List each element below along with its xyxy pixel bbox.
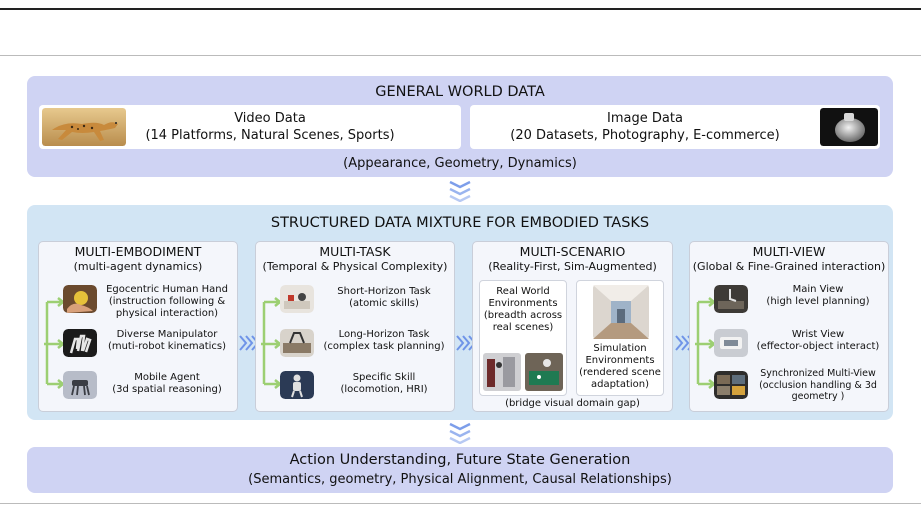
item-desc: (muti-robot kinematics) (107, 341, 227, 352)
list-item: Mobile Agent (3d spatial reasoning) (39, 368, 237, 408)
item-text: Specific Skill (locomotion, HRI) (318, 372, 450, 396)
item-title: Mobile Agent (134, 372, 200, 383)
video-data-card: Video Data (14 Platforms, Natural Scenes… (39, 105, 461, 149)
item-text: Wrist View (effector-object interact) (752, 329, 884, 353)
column-subtitle: (Reality-First, Sim-Augmented) (488, 260, 657, 273)
item-title: Diverse Manipulator (116, 329, 218, 340)
column-title: MULTI-SCENARIO (519, 244, 626, 259)
image-data-text: Image Data (20 Datasets, Photography, E-… (470, 110, 820, 144)
item-text: Egocentric Human Hand (instruction follo… (101, 284, 233, 320)
item-title: Wrist View (791, 329, 845, 340)
down-arrows-icon (449, 422, 471, 448)
header-rule (0, 55, 921, 56)
simulation-desc: (rendered scene adaptation) (579, 367, 661, 390)
table-task-photo-icon (280, 285, 314, 313)
video-data-title: Video Data (234, 111, 306, 126)
hand-apple-photo-icon (63, 285, 97, 313)
simulation-text: Simulation Environments (rendered scene … (577, 343, 663, 391)
item-title: Main View (792, 284, 844, 295)
item-text: Main View (high level planning) (752, 284, 884, 308)
main-view-photo-icon (714, 285, 748, 313)
column-subtitle: (multi-agent dynamics) (73, 260, 203, 273)
column-title: MULTI-EMBODIMENT (74, 244, 202, 259)
multi-view-photo-icon (714, 371, 748, 399)
image-data-title: Image Data (607, 111, 683, 126)
list-item: Egocentric Human Hand (instruction follo… (39, 282, 237, 322)
multi-task-column: MULTI-TASK (Temporal & Physical Complexi… (255, 241, 455, 412)
down-arrows-icon (449, 180, 471, 206)
item-title: Egocentric Human Hand (106, 284, 228, 295)
item-text: Long-Horizon Task (complex task planning… (318, 329, 450, 353)
pool-table-photo-icon (525, 353, 563, 391)
structured-data-panel: STRUCTURED DATA MIXTURE FOR EMBODIED TAS… (27, 205, 893, 420)
item-text: Mobile Agent (3d spatial reasoning) (101, 372, 233, 396)
list-item: Short-Horizon Task (atomic skills) (256, 282, 454, 322)
column-subtitle: (Temporal & Physical Complexity) (262, 260, 448, 273)
image-data-subtitle: (20 Datasets, Photography, E-commerce) (510, 128, 780, 143)
item-desc: (instruction following & physical intera… (108, 296, 226, 319)
general-title: GENERAL WORLD DATA (375, 84, 545, 100)
item-text: Short-Horizon Task (atomic skills) (318, 286, 450, 310)
real-world-text: Real World Environments (breadth across … (480, 286, 566, 334)
item-desc: (effector-object interact) (756, 341, 880, 352)
list-item: Specific Skill (locomotion, HRI) (256, 368, 454, 408)
item-desc: (locomotion, HRI) (340, 384, 428, 395)
list-item: Long-Horizon Task (complex task planning… (256, 325, 454, 365)
list-item: Main View (high level planning) (690, 282, 888, 322)
list-item: Wrist View (effector-object interact) (690, 325, 888, 365)
item-desc: (atomic skills) (349, 298, 419, 309)
item-title: Short-Horizon Task (337, 286, 431, 297)
tree-bracket-icon (695, 297, 717, 389)
vase-photo-icon (820, 108, 878, 146)
general-footnote: (Appearance, Geometry, Dynamics) (343, 156, 577, 171)
real-scene-photo-icon (483, 353, 521, 391)
kitchen-task-photo-icon (280, 329, 314, 357)
cheetah-photo-icon (42, 108, 126, 146)
list-item: Synchronized Multi-View (occlusion handl… (690, 368, 888, 408)
quadruped-robot-photo-icon (63, 371, 97, 399)
multi-view-column: MULTI-VIEW (Global & Fine-Grained intera… (689, 241, 889, 412)
footer-rule (0, 503, 921, 504)
sim-room-render-icon (593, 285, 649, 339)
simulation-card: Simulation Environments (rendered scene … (576, 280, 664, 396)
wrist-view-photo-icon (714, 329, 748, 357)
list-item: Diverse Manipulator (muti-robot kinemati… (39, 325, 237, 365)
column-title: MULTI-TASK (319, 244, 391, 259)
scenario-footnote: (bridge visual domain gap) (505, 398, 640, 409)
image-data-card: Image Data (20 Datasets, Photography, E-… (470, 105, 880, 149)
item-text: Diverse Manipulator (muti-robot kinemati… (101, 329, 233, 353)
item-desc: (3d spatial reasoning) (112, 384, 222, 395)
column-subtitle: (Global & Fine-Grained interaction) (692, 260, 886, 273)
video-data-text: Video Data (14 Platforms, Natural Scenes… (79, 110, 461, 144)
multi-embodiment-column: MULTI-EMBODIMENT (multi-agent dynamics) … (38, 241, 238, 412)
item-title: Long-Horizon Task (338, 329, 430, 340)
item-title: Specific Skill (352, 372, 416, 383)
column-title: MULTI-VIEW (752, 244, 826, 259)
real-world-title: Real World Environments (488, 286, 558, 309)
real-world-desc: (breadth across real scenes) (483, 310, 563, 333)
robot-hand-photo-icon (63, 329, 97, 357)
item-desc: (complex task planning) (323, 341, 445, 352)
humanoid-robot-photo-icon (280, 371, 314, 399)
outcome-title: Action Understanding, Future State Gener… (289, 452, 631, 468)
general-world-data-panel: GENERAL WORLD DATA Video Data (14 Platfo… (27, 76, 893, 177)
multi-scenario-column: MULTI-SCENARIO (Reality-First, Sim-Augme… (472, 241, 673, 412)
item-text: Synchronized Multi-View (occlusion handl… (752, 368, 884, 403)
structured-title: STRUCTURED DATA MIXTURE FOR EMBODIED TAS… (270, 215, 650, 231)
outcome-panel: Action Understanding, Future State Gener… (27, 447, 893, 493)
top-rule (0, 8, 921, 10)
item-title: Synchronized Multi-View (760, 368, 876, 379)
video-data-subtitle: (14 Platforms, Natural Scenes, Sports) (145, 128, 395, 143)
real-world-card: Real World Environments (breadth across … (479, 280, 567, 396)
item-desc: (occlusion handling & 3d geometry ) (759, 379, 877, 403)
outcome-subtitle: (Semantics, geometry, Physical Alignment… (248, 472, 672, 487)
simulation-title: Simulation Environments (585, 343, 655, 366)
item-desc: (high level planning) (766, 296, 870, 307)
